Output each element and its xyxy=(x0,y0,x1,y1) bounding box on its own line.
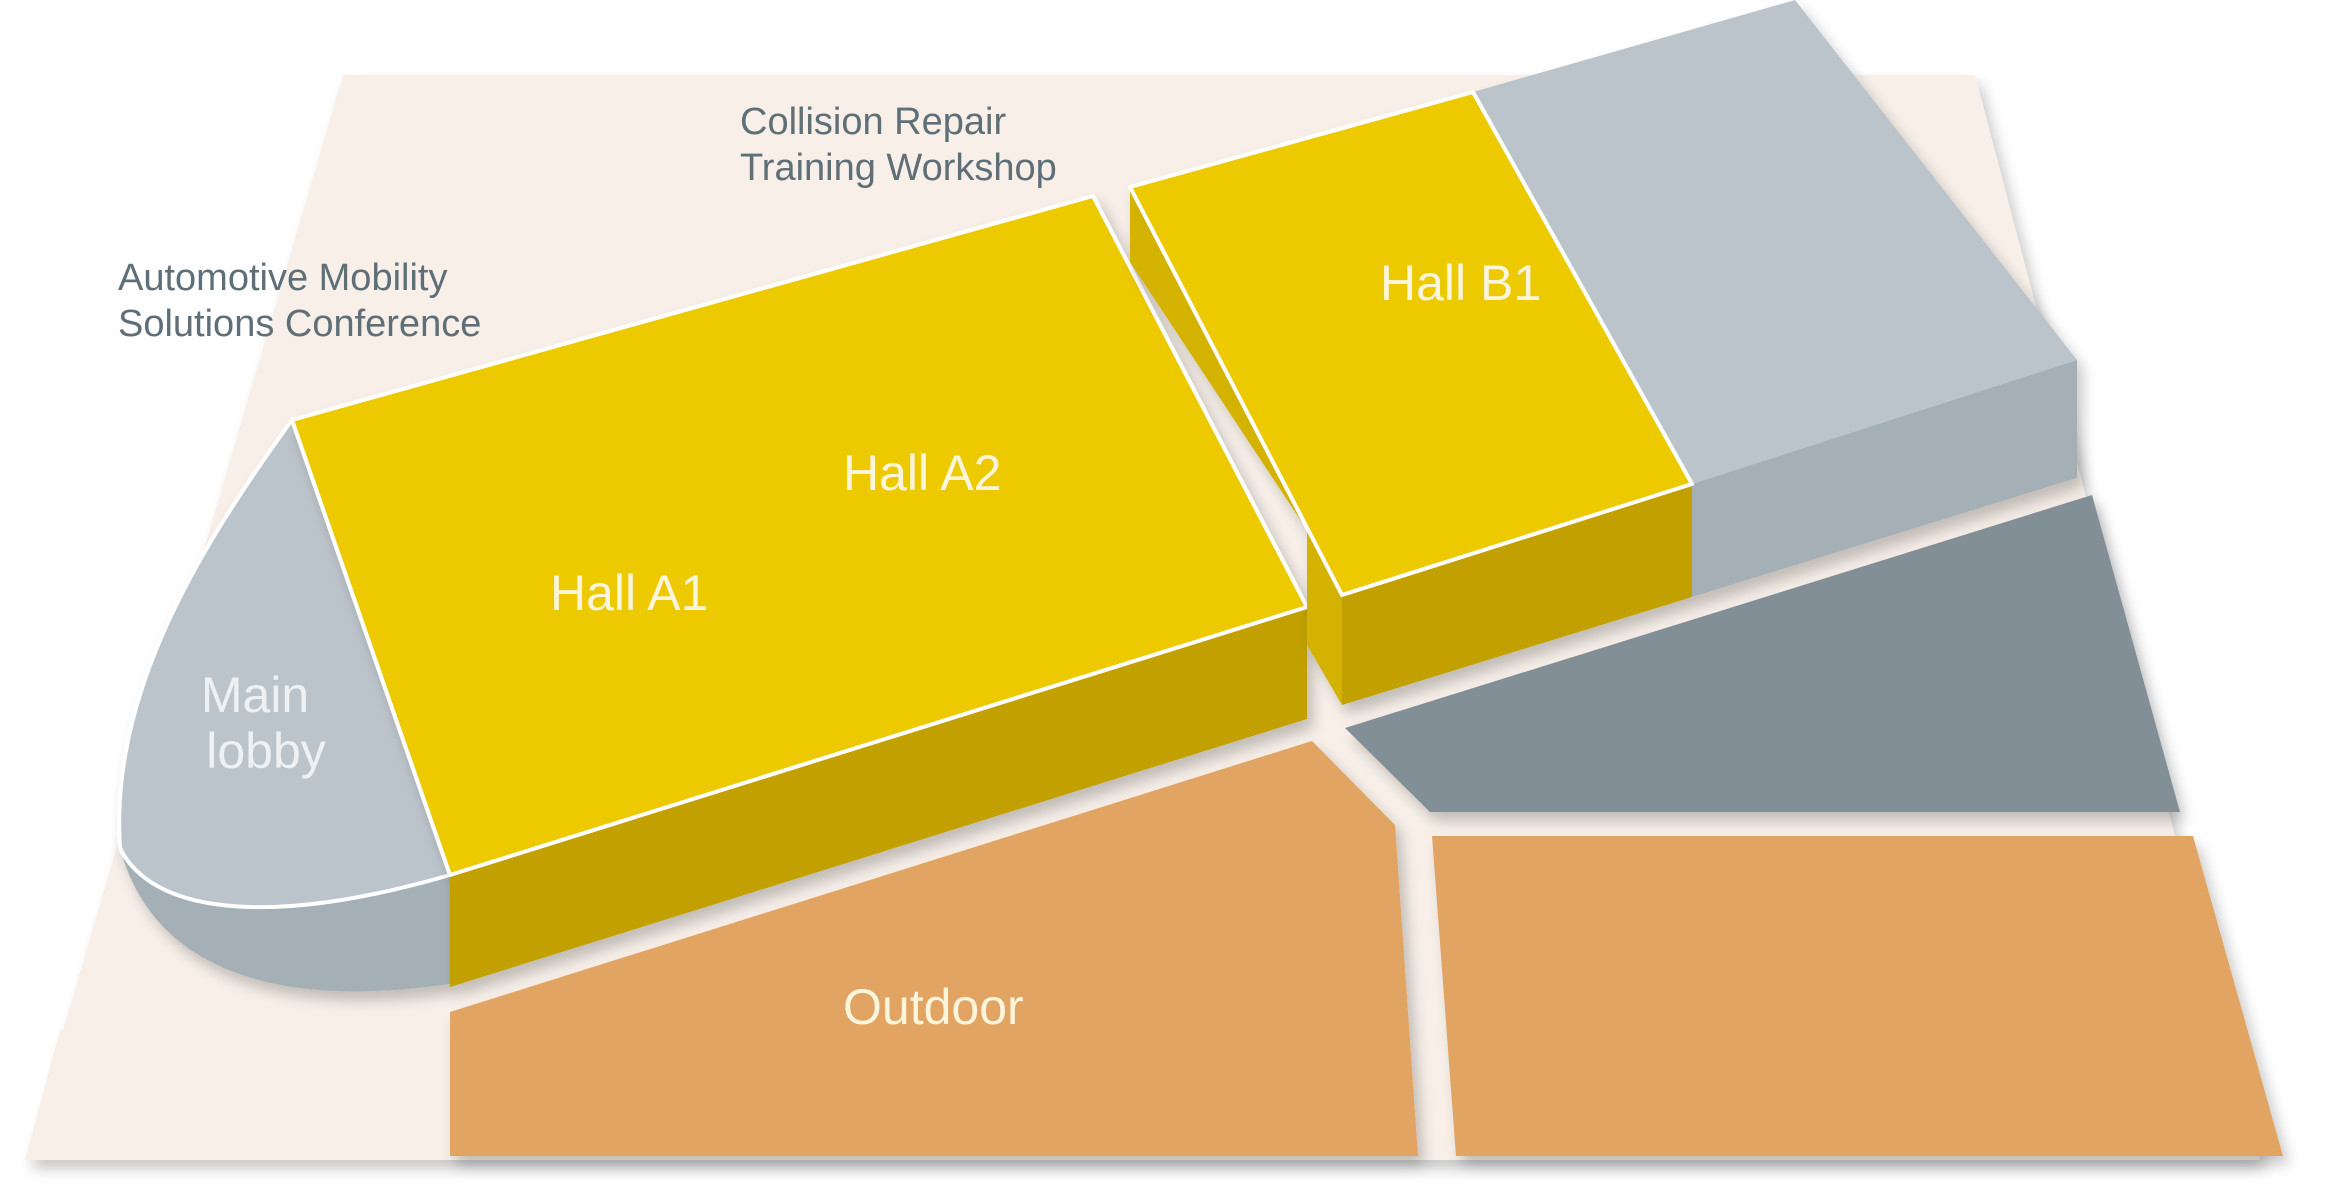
mobility-conference-label-line1: Automotive Mobility xyxy=(118,257,447,299)
outdoor-area-east[interactable] xyxy=(1432,836,2283,1156)
collision-repair-label-line2: Training Workshop xyxy=(740,147,1057,189)
main-lobby-label-line1[interactable]: Main xyxy=(201,667,309,723)
dark-grey-zone[interactable] xyxy=(1345,495,2180,812)
hall-a1-label[interactable]: Hall A1 xyxy=(550,565,708,621)
site-ground-strip xyxy=(25,1030,412,1160)
hall-a2-label[interactable]: Hall A2 xyxy=(843,445,1001,501)
main-lobby-label[interactable]: Main lobby xyxy=(201,667,326,779)
mobility-conference-label: Automotive Mobility Solutions Conference xyxy=(118,257,481,345)
hall-b-building[interactable] xyxy=(1128,0,2077,705)
hall-b-grey-top[interactable] xyxy=(1473,0,2077,484)
outdoor-label[interactable]: Outdoor xyxy=(843,979,1024,1035)
main-lobby-side xyxy=(120,848,450,992)
hall-b-grey-front-side xyxy=(1692,360,2077,597)
mobility-conference-label-line2: Solutions Conference xyxy=(118,303,481,345)
collision-repair-label-line1: Collision Repair xyxy=(740,101,1006,143)
outdoor-area-main[interactable] xyxy=(450,741,1418,1156)
main-lobby-label-line2[interactable]: lobby xyxy=(206,723,326,779)
hall-b1-label[interactable]: Hall B1 xyxy=(1380,255,1541,311)
hall-b-west-side xyxy=(1130,187,1342,705)
hall-b1-top[interactable] xyxy=(1128,90,1694,597)
main-lobby-building[interactable] xyxy=(117,415,453,992)
hall-b1-front-side xyxy=(1342,484,1692,705)
collision-repair-label: Collision Repair Training Workshop xyxy=(740,101,1057,189)
hall-a-front-side xyxy=(450,607,1307,987)
main-lobby-top[interactable] xyxy=(117,415,453,910)
